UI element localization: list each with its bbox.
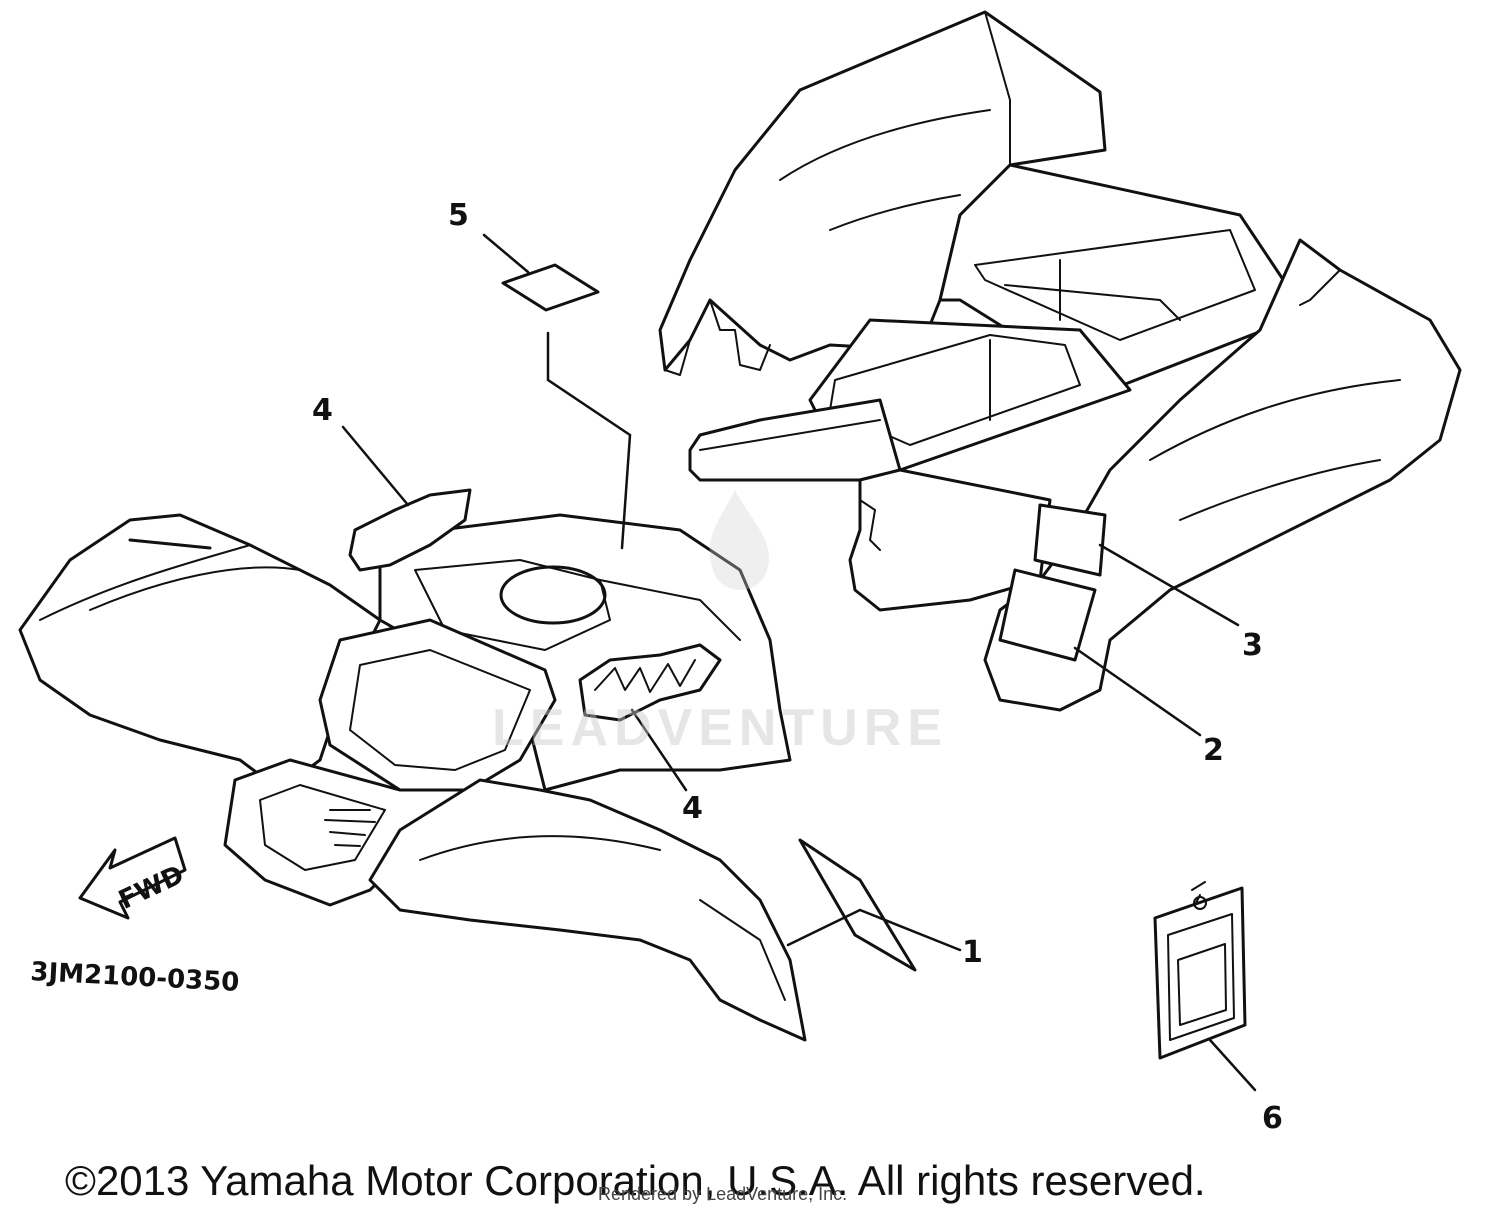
decal-5 xyxy=(501,263,600,312)
callout-5: 5 xyxy=(448,198,469,233)
callout-4-side: 4 xyxy=(682,791,703,826)
watermark-text: LEADVENTURE xyxy=(492,699,948,757)
callout-1: 1 xyxy=(962,935,983,970)
front-fender xyxy=(18,513,807,1042)
decal-2 xyxy=(998,568,1097,662)
decal-1 xyxy=(798,838,917,972)
callout-6: 6 xyxy=(1262,1101,1283,1136)
tag-6 xyxy=(1153,881,1247,1060)
copyright-text: ©2013 Yamaha Motor Corporation, U.S.A. A… xyxy=(65,1157,1206,1204)
forward-direction-arrow: FWD xyxy=(78,836,189,920)
decal-3 xyxy=(1033,503,1107,577)
leader-lines xyxy=(341,233,1257,1092)
callout-3: 3 xyxy=(1242,628,1263,663)
leadventure-watermark: LEADVENTURE xyxy=(492,490,948,757)
diagram-code: 3JM2100-0350 xyxy=(30,957,240,998)
rendered-by-text: Rendered by LeadVenture, Inc. xyxy=(598,1184,847,1204)
callout-4-upper: 4 xyxy=(312,393,333,428)
decal-4-upper xyxy=(348,488,472,572)
decal-4-side xyxy=(578,643,722,722)
callout-2: 2 xyxy=(1203,733,1224,768)
rear-fender xyxy=(658,10,1462,712)
